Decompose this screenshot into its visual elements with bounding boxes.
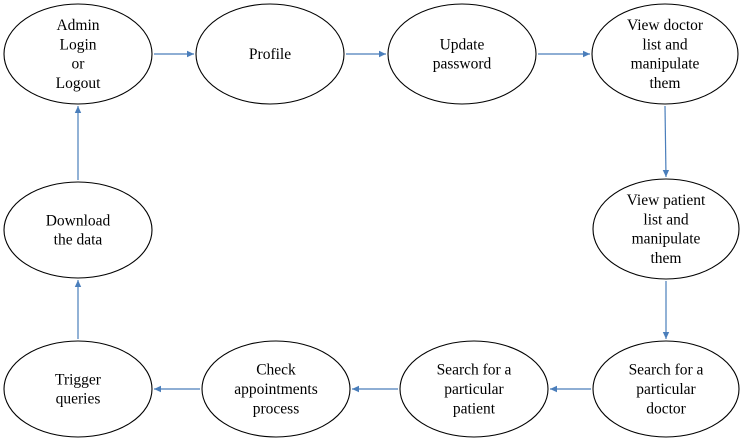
node-label-line: Search for a [629,362,704,379]
node-search-patient: Search for a particular patient [399,340,549,438]
node-label-line: queries [56,391,101,408]
node-label-line: password [433,56,492,73]
node-label-line: the data [54,232,103,249]
node-profile: Profile [195,3,345,105]
node-ellipse [387,3,537,105]
node-view-doctor-list: View doctor list and manipulate them [591,3,739,105]
edges-layer [74,50,670,393]
node-download-data: Download the data [3,181,153,279]
node-label-line: Admin [56,17,99,34]
node-label-line: them [650,75,681,92]
node-ellipse [3,340,153,438]
node-view-patient-list: View patient list and manipulate them [592,178,740,280]
node-label-line: manipulate [631,56,700,73]
node-label-line: Login [59,36,96,53]
node-search-doctor: Search for a particular doctor [592,340,740,438]
node-label-line: Profile [249,46,291,63]
node-label-line: Check [256,362,296,379]
node-label-line: them [651,250,682,267]
node-label-line: process [253,400,300,417]
node-ellipse [592,340,740,438]
node-label-line: particular [636,381,696,398]
node-label-line: Logout [56,75,101,92]
node-label-line: Update [440,36,485,53]
node-ellipse [201,340,351,438]
node-label-line: doctor [646,400,686,417]
node-label-line: Download [46,212,111,229]
node-ellipse [3,181,153,279]
node-label-line: patient [453,400,496,417]
node-label-line: or [72,56,86,73]
nodes-layer: AdminLoginorLogoutProfileUpdatepasswordV… [3,3,740,438]
node-label-line: particular [444,381,504,398]
node-label-line: Search for a [437,362,512,379]
node-label-line: list and [642,36,687,53]
node-ellipse [3,3,153,105]
node-update-password: Update password [387,3,537,105]
node-ellipse [591,3,739,105]
node-label-line: View doctor [627,17,704,34]
node-label-line: Trigger [55,371,102,388]
node-ellipse [592,178,740,280]
node-ellipse [195,3,345,105]
node-ellipse [399,340,549,438]
node-label-line: manipulate [632,231,701,248]
arrow-view-doctor-list-to-view-patient-list [662,105,670,178]
node-label-line: View patient [627,192,706,209]
node-check-appointments: Check appointments process [201,340,351,438]
node-label-line: appointments [234,381,318,398]
node-trigger-queries: Trigger queries [3,340,153,438]
node-label-line: list and [643,211,688,228]
